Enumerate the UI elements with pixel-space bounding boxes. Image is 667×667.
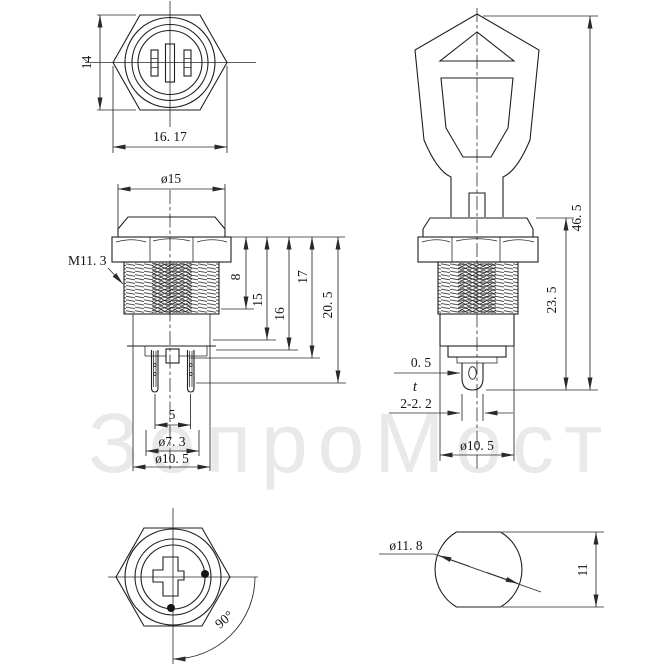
face-circle-outer	[124, 528, 222, 626]
front-bottom-dims: 5 ø7. 3 ø10. 5	[132, 314, 211, 471]
dim-label-20-5: 20. 5	[320, 291, 335, 318]
button-cap	[117, 216, 226, 238]
dim-label-46-5: 46. 5	[569, 204, 584, 231]
key-slot-top	[150, 43, 192, 83]
key-slot-face	[152, 556, 185, 597]
key-section-view: ø11. 8 11	[379, 531, 604, 608]
top-view: 14 16. 17	[79, 1, 256, 153]
watermark: ЗепроМост	[88, 396, 612, 490]
dim-label-dia7-3: ø7. 3	[159, 434, 186, 449]
dim-label-16: 16	[272, 307, 287, 321]
position-dot-bottom	[167, 604, 175, 612]
dim-label-90deg: 90°	[212, 608, 236, 632]
face-view: 90°	[108, 508, 258, 664]
cap-circle-mid	[131, 23, 209, 102]
key-section-outline	[434, 531, 523, 608]
thread-region-front	[123, 261, 220, 315]
thread-label-m11-3: M11. 3	[68, 253, 107, 268]
dim-cap-diameter: ø15	[117, 171, 226, 231]
front-view: ø15 M11. 3 8 15 16 17 20. 5 5 ø7. 3	[68, 171, 346, 471]
dim-label-dia11-8: ø11. 8	[389, 538, 422, 553]
cap-circle-inner	[137, 29, 203, 96]
terminal-width-dim: 2-2. 2	[389, 394, 513, 421]
dim-body-height: 23. 5	[536, 217, 574, 390]
dim-label-23-5: 23. 5	[544, 286, 559, 313]
dim-label-2-2-2: 2-2. 2	[400, 396, 432, 411]
key-blade	[468, 192, 486, 217]
terminal-pins-front	[150, 350, 195, 393]
lower-body-side	[439, 314, 515, 364]
button-cap-side	[422, 217, 534, 238]
cap-circle-outer	[124, 16, 216, 109]
dim-label-14: 14	[79, 56, 94, 70]
dim-label-16-17: 16. 17	[153, 129, 187, 144]
dim-total-height: 46. 5	[483, 15, 598, 391]
dim-dia10-5-side: ø10. 5	[439, 346, 515, 461]
dim-label-dia10-5-side: ø10. 5	[460, 438, 494, 453]
hex-outline	[112, 14, 228, 111]
lower-body-front	[127, 345, 216, 364]
rotation-angle-dim: 90°	[172, 576, 256, 662]
thread-callout: M11. 3	[68, 253, 124, 285]
front-right-dim-stack: 8 15 16 17 20. 5	[190, 236, 346, 384]
dim-top-height: 14	[79, 14, 136, 111]
dim-label-8: 8	[228, 273, 243, 280]
face-circle-mid	[134, 538, 212, 616]
dim-label-11: 11	[575, 564, 590, 577]
dim-label-dia10-5-front: ø10. 5	[155, 451, 189, 466]
dim-label-15: 15	[250, 293, 265, 307]
position-dot-right	[201, 570, 209, 578]
dim-label-0-5: 0. 5	[411, 355, 432, 370]
top-view-centerlines	[85, 1, 256, 127]
terminal-thickness-callout: 0. 5 t	[394, 355, 460, 395]
key-window-hole	[440, 77, 514, 158]
dim-top-width: 16. 17	[112, 66, 228, 153]
dim-key-diameter: ø11. 8	[379, 538, 542, 593]
thickness-symbol-t: t	[413, 379, 418, 395]
dim-label-17: 17	[295, 270, 310, 284]
side-view: 46. 5 23. 5 0. 5 t 2-2. 2 ø10. 5	[389, 8, 598, 470]
dim-label-5: 5	[169, 407, 176, 422]
face-centerlines	[108, 508, 258, 664]
hex-nut-front	[111, 236, 232, 263]
hex-nut-side	[417, 236, 539, 263]
key-head	[414, 13, 540, 217]
dim-label-dia15: ø15	[161, 171, 182, 186]
hex-nut-face	[115, 527, 231, 627]
terminal-pin-side	[461, 363, 484, 391]
key-triangle-hole	[438, 31, 516, 62]
dim-key-width: 11	[502, 531, 604, 608]
thread-region-side	[437, 261, 519, 315]
